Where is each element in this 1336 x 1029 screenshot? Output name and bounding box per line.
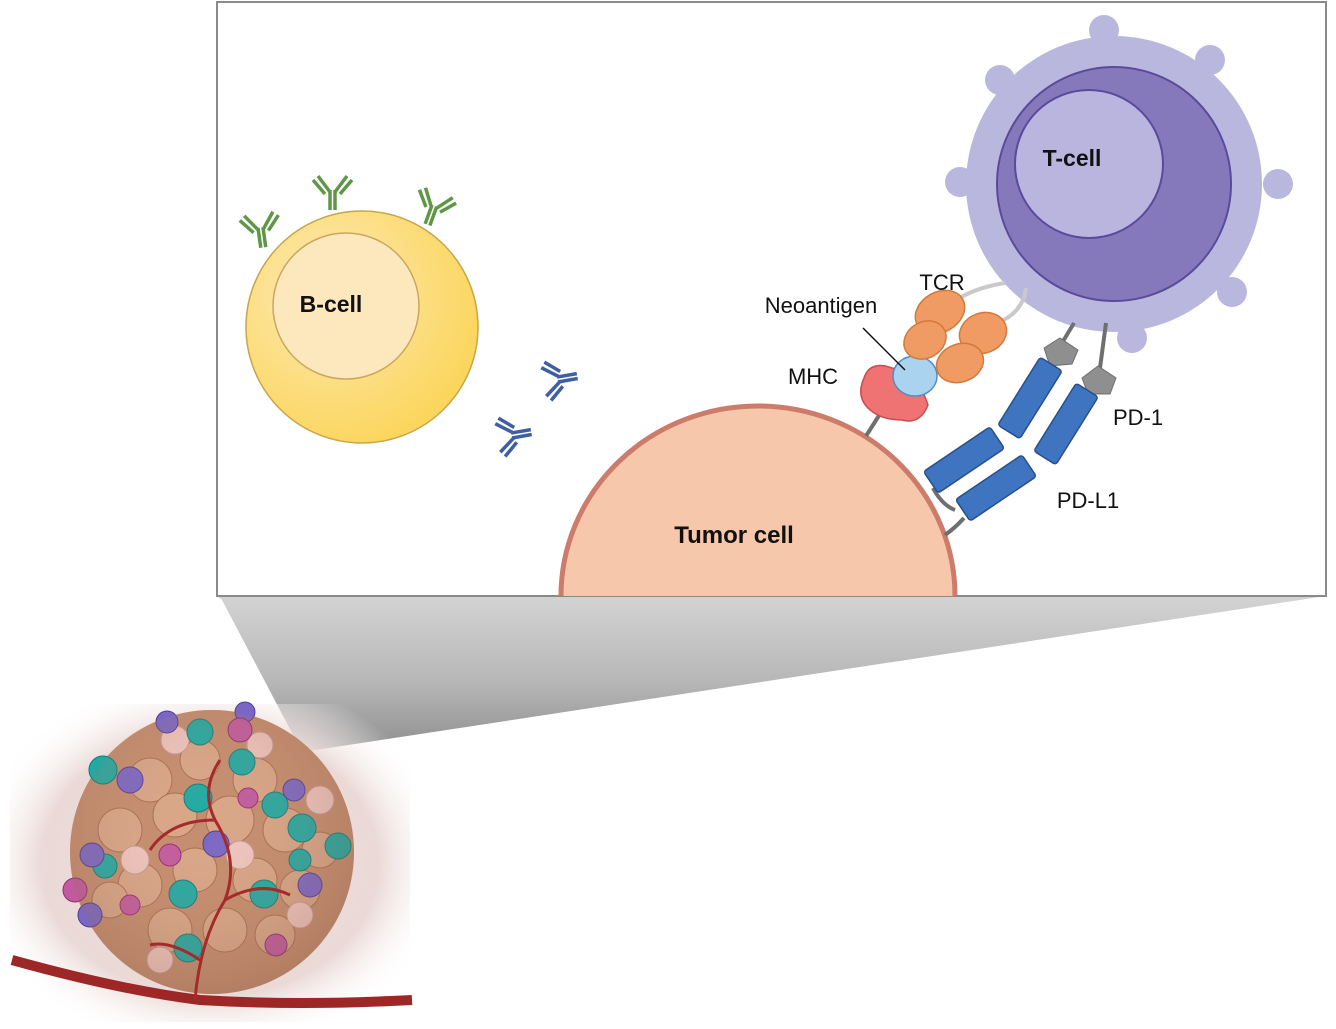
neoantigen-pointer <box>862 327 906 371</box>
tcr <box>903 289 1008 384</box>
t-cell-label: T-cell <box>1043 145 1102 171</box>
tumor-cell-body <box>561 406 955 596</box>
b-cell-nucleus <box>272 232 420 380</box>
neoantigen-label: Neoantigen <box>765 293 878 318</box>
b-cell: B-cell <box>237 174 479 444</box>
pd-stalks <box>931 321 1108 537</box>
tumor-cell: Tumor cell <box>558 403 958 597</box>
b-cell-label: B-cell <box>300 291 363 317</box>
pd1-cap <box>1043 337 1117 395</box>
tumor-cell-label: Tumor cell <box>674 522 794 549</box>
t-cell: T-cell <box>945 15 1293 353</box>
tcr-label: TCR <box>919 270 964 295</box>
zoom-callout <box>217 596 1326 752</box>
t-cell-nucleus <box>1014 89 1164 239</box>
mhc-label: MHC <box>788 364 838 389</box>
pdl1-label: PD-L1 <box>1057 488 1119 513</box>
neoantigen <box>892 355 938 397</box>
pd-blocks <box>923 357 1098 521</box>
pd1-label: PD-1 <box>1113 405 1163 430</box>
tumor-microenvironment-image <box>10 701 413 1022</box>
